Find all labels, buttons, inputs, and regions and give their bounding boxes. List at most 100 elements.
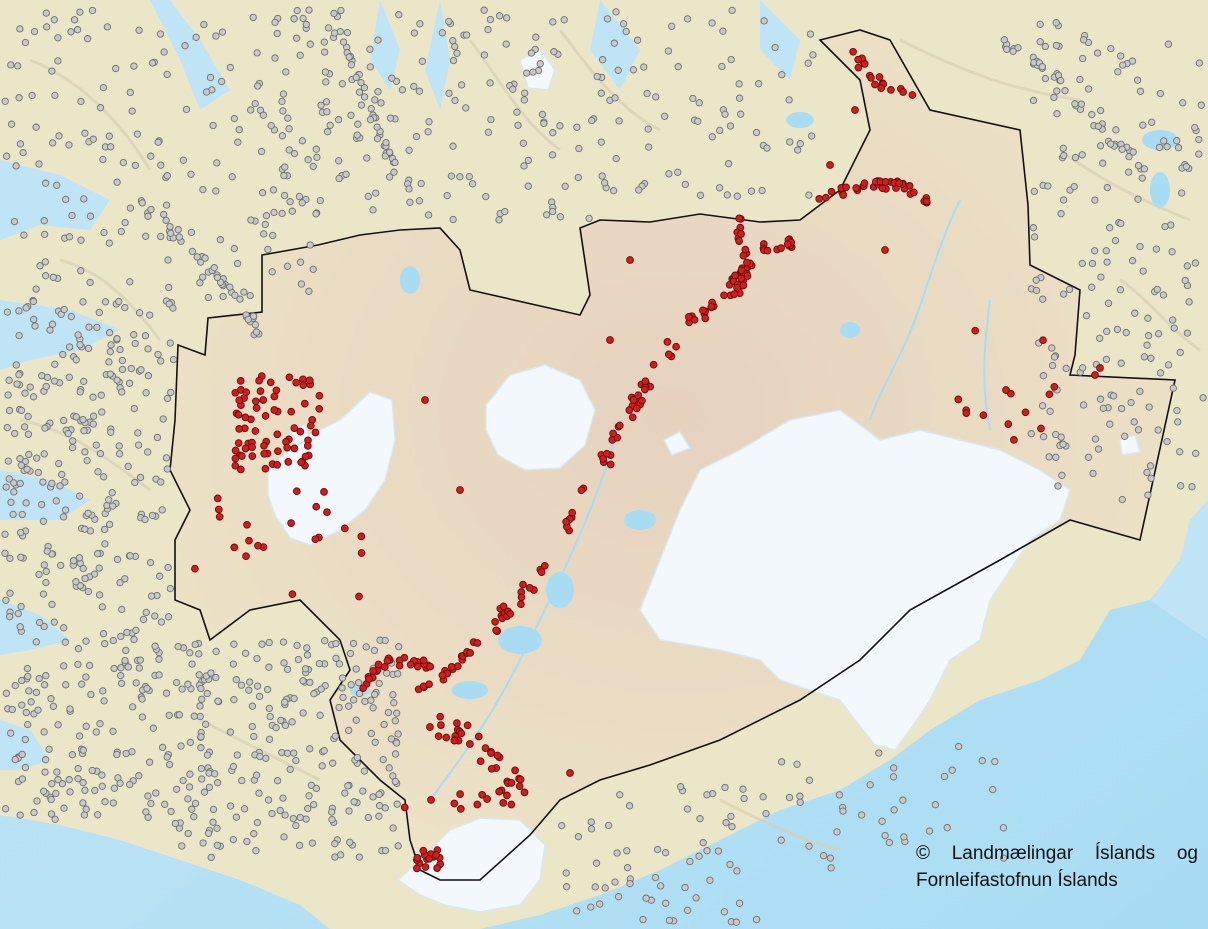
site-marker-inside: [274, 447, 282, 456]
site-marker-inside: [252, 404, 261, 412]
site-marker-inside: [296, 427, 305, 436]
site-marker-outside: [25, 450, 33, 459]
site-marker-outside: [369, 206, 377, 214]
site-marker-outside: [296, 813, 304, 822]
site-marker-outside: [375, 679, 383, 688]
site-marker-inside: [231, 454, 240, 463]
site-marker-outside: [109, 636, 117, 645]
site-marker-inside: [473, 800, 482, 809]
site-marker-inside: [971, 326, 980, 335]
site-marker-outside: [1146, 462, 1155, 470]
site-marker-outside: [108, 489, 116, 497]
site-marker-outside: [1088, 283, 1096, 291]
site-marker-outside: [1, 530, 9, 538]
site-marker-inside: [516, 775, 525, 784]
site-marker-outside: [144, 448, 152, 456]
site-marker-inside: [895, 179, 904, 188]
site-marker-outside: [20, 231, 28, 239]
site-marker-outside: [614, 893, 623, 901]
site-marker-outside: [703, 847, 711, 855]
site-marker-outside: [695, 99, 703, 107]
site-marker-outside: [117, 679, 126, 688]
site-marker-outside: [196, 712, 204, 721]
site-marker-outside: [124, 462, 132, 471]
site-marker-outside: [714, 847, 723, 855]
site-marker-outside: [107, 341, 115, 349]
site-marker-outside: [785, 96, 793, 104]
site-marker-outside: [885, 838, 893, 847]
site-marker-outside: [495, 12, 504, 20]
site-marker-outside: [83, 35, 92, 43]
site-marker-outside: [55, 459, 63, 468]
site-marker-outside: [21, 763, 30, 772]
site-marker-inside: [426, 662, 435, 671]
site-marker-inside: [234, 410, 243, 419]
site-marker-outside: [1174, 418, 1182, 426]
site-marker-outside: [352, 716, 360, 724]
site-marker-outside: [364, 813, 373, 822]
site-marker-outside: [123, 628, 131, 637]
site-marker-outside: [1, 805, 10, 813]
site-marker-outside: [752, 128, 761, 137]
site-marker-outside: [391, 750, 400, 758]
site-marker-outside: [925, 827, 934, 835]
site-marker-outside: [60, 416, 68, 425]
site-marker-outside: [1192, 449, 1200, 458]
site-marker-outside: [27, 698, 35, 706]
site-marker-outside: [112, 64, 120, 73]
site-marker-outside: [338, 80, 347, 88]
site-marker-outside: [1032, 286, 1041, 295]
site-marker-outside: [708, 133, 716, 141]
site-marker-outside: [1059, 196, 1068, 204]
site-marker-outside: [316, 196, 324, 205]
site-marker-outside: [74, 645, 83, 653]
site-marker-outside: [249, 13, 257, 22]
site-marker-outside: [683, 906, 692, 914]
site-marker-outside: [1003, 45, 1011, 53]
site-marker-outside: [425, 118, 433, 126]
lake-9: [1150, 172, 1170, 208]
site-marker-inside: [235, 425, 244, 433]
site-marker-outside: [268, 809, 276, 818]
site-marker-outside: [592, 859, 601, 867]
site-marker-outside: [686, 857, 694, 866]
site-marker-inside: [395, 661, 404, 670]
site-marker-inside: [427, 796, 435, 804]
site-marker-outside: [1091, 196, 1099, 204]
site-marker-outside: [230, 114, 239, 123]
site-marker-outside: [259, 111, 268, 119]
site-marker-outside: [185, 783, 194, 791]
site-marker-outside: [562, 883, 571, 891]
site-marker-outside: [833, 828, 841, 836]
site-marker-outside: [337, 6, 345, 15]
site-marker-outside: [1191, 123, 1199, 132]
site-marker-outside: [415, 197, 424, 205]
site-marker-outside: [668, 22, 676, 30]
site-marker-outside: [1107, 140, 1115, 148]
site-marker-outside: [321, 48, 329, 56]
site-marker-outside: [89, 135, 97, 143]
site-marker-outside: [341, 789, 349, 797]
site-marker-outside: [374, 88, 382, 96]
site-marker-inside: [908, 91, 917, 99]
site-marker-outside: [82, 805, 90, 813]
site-marker-outside: [1059, 440, 1067, 448]
site-marker-outside: [163, 394, 172, 403]
site-marker-outside: [144, 792, 152, 800]
site-marker-outside: [360, 93, 369, 101]
site-marker-outside: [1060, 151, 1068, 160]
site-marker-outside: [147, 152, 155, 160]
site-marker-outside: [295, 192, 304, 201]
site-marker-outside: [674, 63, 682, 71]
site-marker-outside: [457, 81, 466, 89]
site-marker-outside: [524, 156, 532, 165]
site-marker-outside: [1174, 144, 1183, 152]
site-marker-outside: [752, 915, 761, 924]
site-marker-outside: [7, 61, 15, 69]
site-marker-outside: [347, 61, 356, 69]
site-marker-outside: [346, 649, 355, 658]
site-marker-outside: [1170, 324, 1178, 332]
site-marker-outside: [331, 853, 339, 861]
